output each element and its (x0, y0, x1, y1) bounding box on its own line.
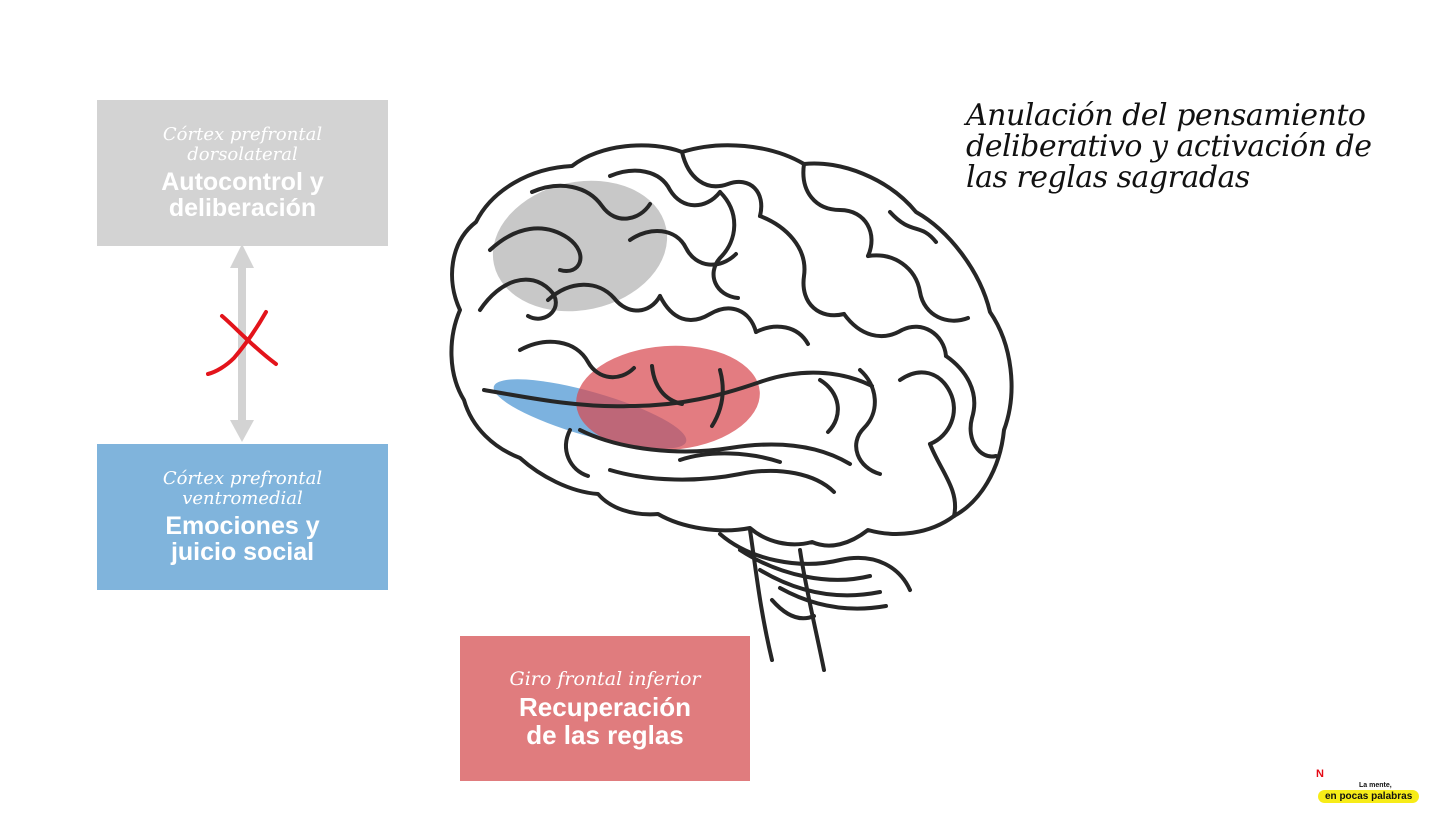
logo-pill-text: en pocas palabras (1318, 790, 1420, 803)
dlpfc-function-label: Autocontrol y deliberación (161, 168, 324, 222)
dlpfc-region-highlight (492, 180, 668, 312)
vmpfc-region-label: Córtex prefrontal ventromedial (162, 468, 323, 509)
ifg-region-label: Giro frontal inferior (509, 667, 701, 690)
brain-illustration (449, 143, 1014, 672)
vmpfc-box: Córtex prefrontal ventromedial Emociones… (97, 444, 388, 590)
brain-outline (449, 143, 1014, 672)
double-arrow (230, 244, 254, 442)
dlpfc-region-label: Córtex prefrontal dorsolateral (162, 124, 323, 165)
ifg-box: Giro frontal inferior Recuperación de la… (460, 636, 750, 781)
ifg-function-label: Recuperación de las reglas (519, 691, 691, 750)
brand-logo: N La mente, en pocas palabras (1312, 764, 1432, 808)
blocked-connection (206, 244, 278, 442)
red-cross-icon (206, 310, 278, 376)
vmpfc-function-label: Emociones y juicio social (165, 512, 320, 566)
brand-letter: N (1316, 768, 1324, 780)
slide-title: Anulación del pensamiento deliberativo y… (966, 98, 1372, 195)
logo-small-text: La mente, (1359, 782, 1392, 789)
dlpfc-box: Córtex prefrontal dorsolateral Autocontr… (97, 100, 388, 246)
